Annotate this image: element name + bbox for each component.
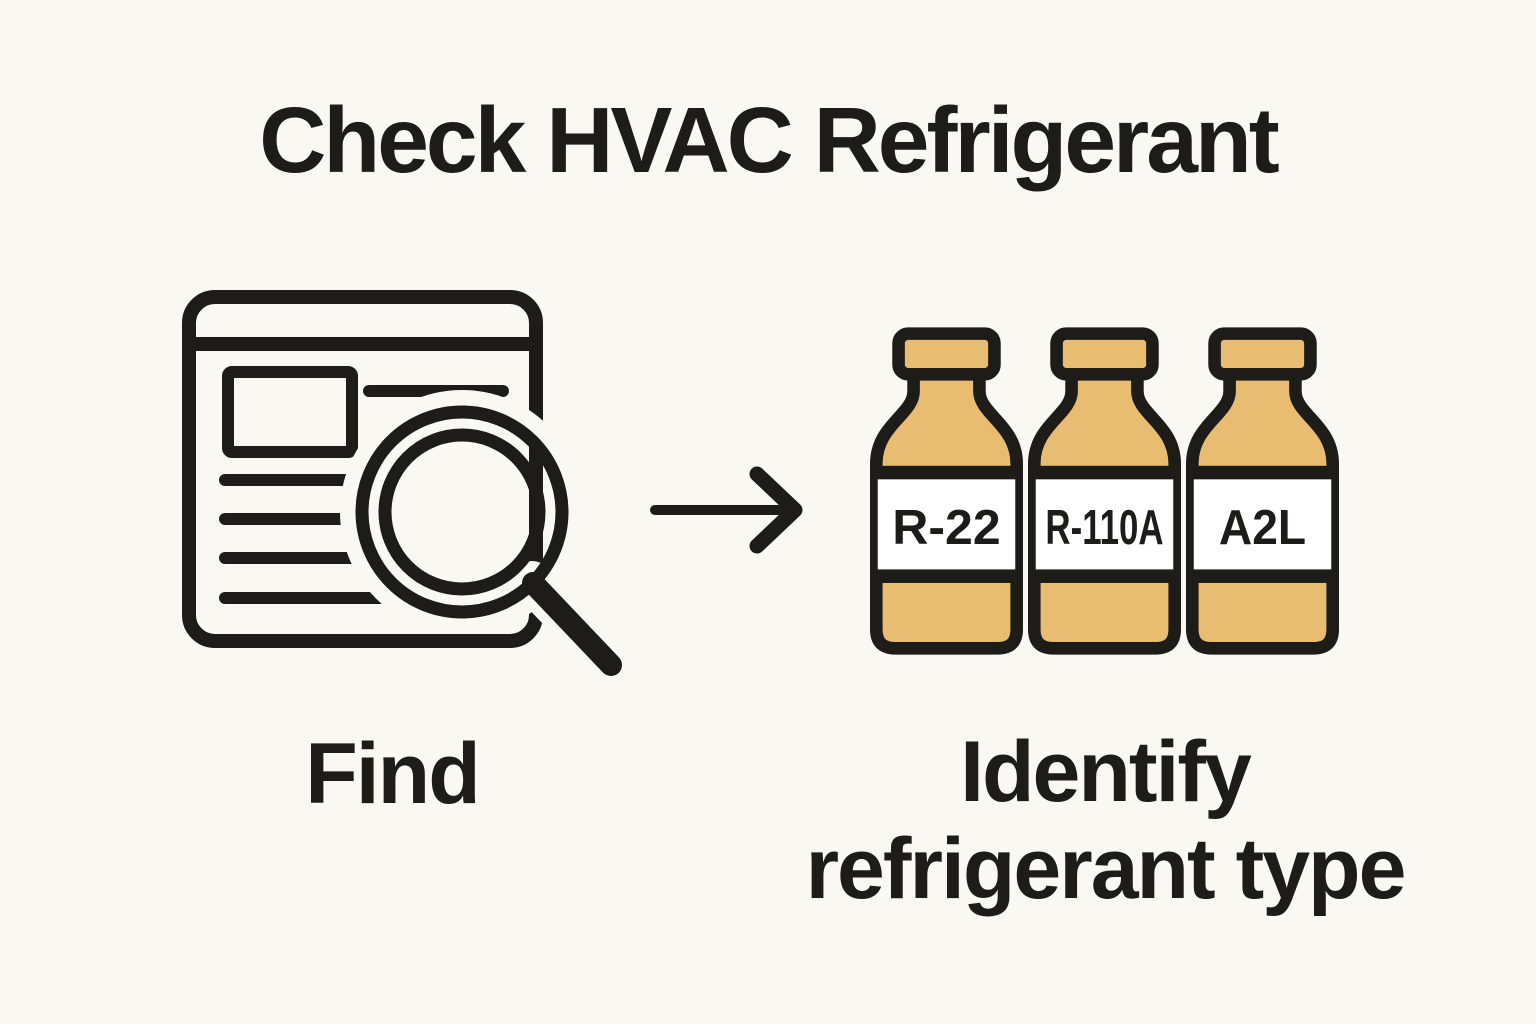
bottle-label: A2L	[1219, 500, 1306, 555]
refrigerant-bottle-a2l: A2L	[1186, 320, 1339, 660]
magnifier-icon	[340, 390, 630, 683]
page-title: Check HVAC Refrigerant	[259, 88, 1280, 192]
bottle-label: R-22	[892, 500, 1000, 555]
document-search-icon	[182, 290, 630, 683]
arrow-right-icon	[650, 466, 803, 554]
refrigerant-bottle-r22: R-22	[870, 320, 1023, 660]
right-step-caption-line1: Identify	[960, 724, 1252, 820]
refrigerant-bottle-r110a: R-110A	[1028, 320, 1181, 660]
left-step-caption: Find	[305, 726, 481, 822]
bottle-label: R-110A	[1045, 500, 1163, 555]
browser-window-icon	[182, 290, 543, 648]
right-step-caption-line2: refrigerant type	[805, 821, 1407, 918]
refrigerant-bottles-icon: R-22 R-110A A2L	[870, 320, 1340, 660]
right-step-caption: Identify refrigerant type	[770, 724, 1440, 918]
